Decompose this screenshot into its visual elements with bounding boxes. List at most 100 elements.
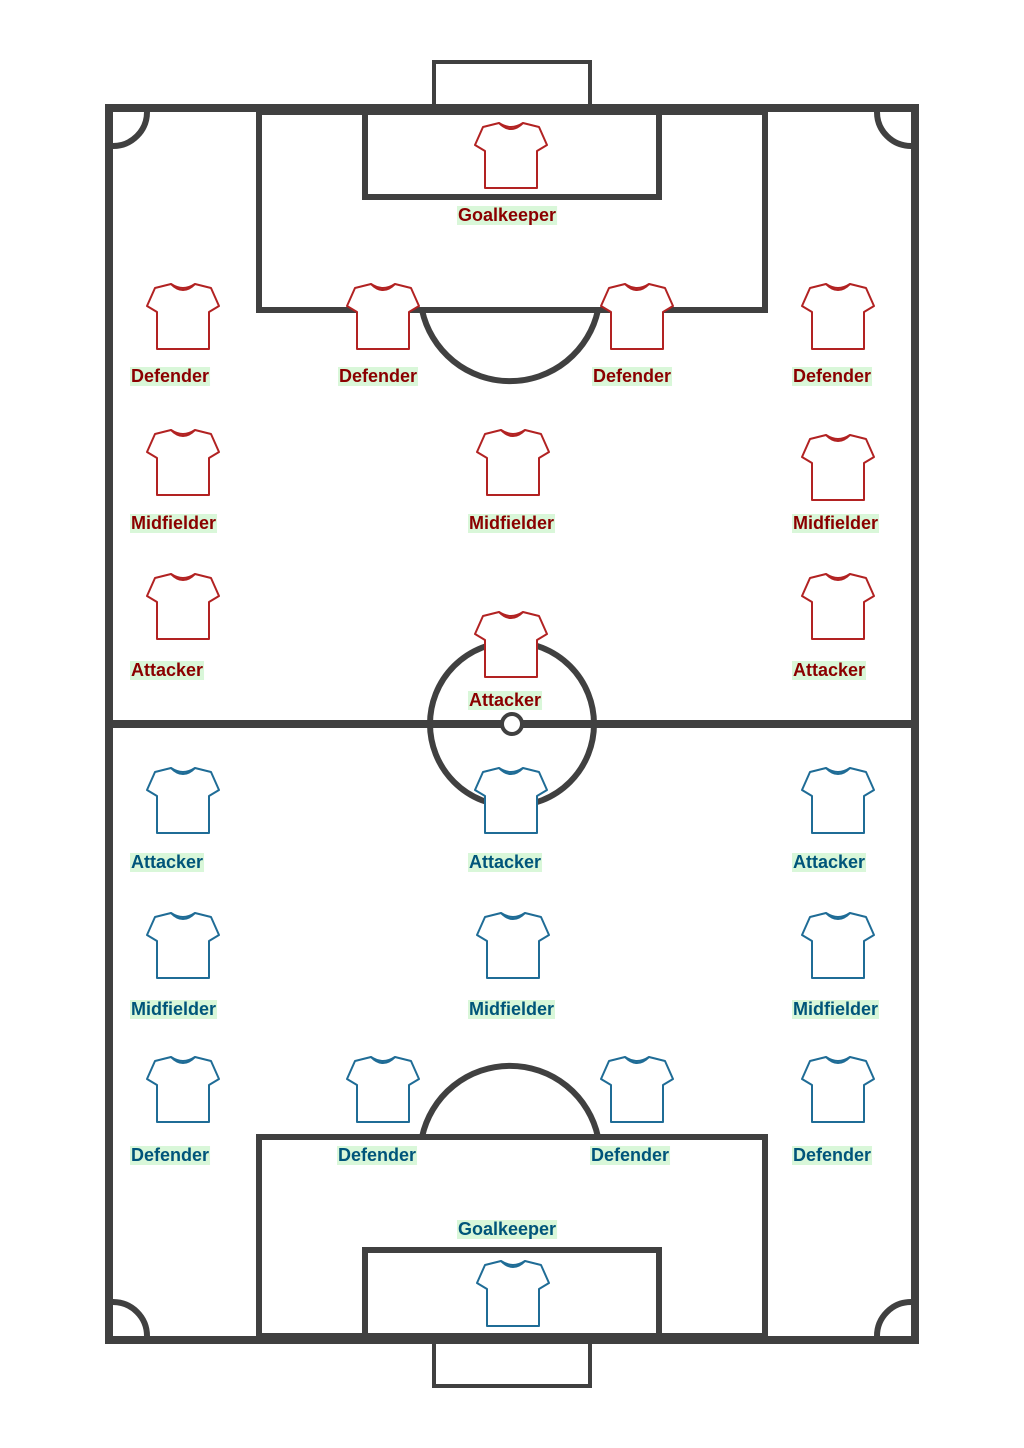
label-highlight [792, 661, 867, 680]
shirt-icon [146, 573, 220, 640]
away_team-player: Goalkeeper [457, 1219, 558, 1327]
label-highlight [792, 367, 873, 386]
player-role-label: Defender [131, 1145, 209, 1165]
corner-arc-bottom-right [874, 1299, 912, 1337]
shirt-collar [170, 912, 196, 920]
shirt-icon [146, 912, 220, 979]
shirt-icon [346, 283, 420, 350]
home_team-player: Attacker [792, 573, 875, 680]
away_team-player: Attacker [130, 767, 220, 872]
player-role-label: Defender [338, 1145, 416, 1165]
shirt-icon [801, 1056, 875, 1123]
player-role-label: Midfielder [469, 999, 554, 1019]
label-highlight [130, 853, 205, 872]
shirt-collar [825, 573, 851, 581]
shirt-collar [498, 611, 524, 619]
shirt-icon [146, 1056, 220, 1123]
home_team-player: Attacker [130, 573, 220, 680]
top-goal [432, 60, 592, 110]
label-highlight [592, 367, 673, 386]
label-highlight [792, 853, 867, 872]
shirt-collar [500, 1260, 526, 1268]
player-role-label: Defender [793, 366, 871, 386]
player-role-label: Midfielder [793, 999, 878, 1019]
label-highlight [457, 1220, 558, 1239]
shirt-icon [476, 429, 550, 496]
away_team-player: Attacker [468, 767, 548, 872]
label-highlight [590, 1146, 671, 1165]
label-highlight [457, 206, 558, 225]
shirt-icon [346, 1056, 420, 1123]
shirt-collar [500, 912, 526, 920]
player-role-label: Midfielder [469, 513, 554, 533]
bottom-goal-area [362, 1247, 662, 1339]
label-highlight [468, 1000, 556, 1019]
shirt-icon [600, 1056, 674, 1123]
corner-arc-top-left [112, 111, 150, 149]
center-spot [500, 712, 524, 736]
shirt-collar [825, 767, 851, 775]
shirt-icon [600, 283, 674, 350]
shirt-icon [801, 767, 875, 834]
player-role-label: Defender [591, 1145, 669, 1165]
home_team-player: Midfielder [130, 429, 220, 533]
home_team-player: Midfielder [792, 434, 880, 533]
home_team-player: Defender [792, 283, 875, 386]
home_team-player: Defender [130, 283, 220, 386]
shirt-icon [801, 283, 875, 350]
label-highlight [130, 1000, 218, 1019]
away_team-player: Defender [590, 1056, 674, 1165]
shirt-icon [474, 767, 548, 834]
player-role-label: Defender [793, 1145, 871, 1165]
player-role-label: Attacker [469, 690, 541, 710]
label-highlight [792, 514, 880, 533]
shirt-icon [476, 1260, 550, 1327]
shirt-collar [500, 429, 526, 437]
player-role-label: Midfielder [131, 999, 216, 1019]
shirt-collar [170, 573, 196, 581]
shirt-icon [476, 912, 550, 979]
shirt-collar [370, 1056, 396, 1064]
label-highlight [792, 1000, 880, 1019]
player-role-label: Defender [593, 366, 671, 386]
label-highlight [468, 514, 556, 533]
shirt-collar [170, 767, 196, 775]
away_team-player: Midfielder [792, 912, 880, 1019]
away_team-player: Defender [792, 1056, 875, 1165]
shirt-collar [825, 283, 851, 291]
shirt-icon [146, 283, 220, 350]
label-highlight [468, 691, 543, 710]
shirt-icon [474, 122, 548, 189]
player-role-label: Defender [131, 366, 209, 386]
label-highlight [338, 367, 419, 386]
bottom-goal [432, 1338, 592, 1388]
player-role-label: Attacker [793, 660, 865, 680]
shirt-collar [170, 1056, 196, 1064]
top-goal-area [362, 109, 662, 200]
player-role-label: Midfielder [793, 513, 878, 533]
shirt-icon [801, 573, 875, 640]
away_team-player: Midfielder [468, 912, 556, 1019]
player-role-label: Attacker [131, 660, 203, 680]
corner-arc-bottom-left [112, 1299, 150, 1337]
label-highlight [792, 1146, 873, 1165]
label-highlight [130, 514, 218, 533]
shirt-icon [474, 611, 548, 678]
shirt-collar [170, 429, 196, 437]
shirt-collar [624, 1056, 650, 1064]
home_team-player: Midfielder [468, 429, 556, 533]
top-penalty-arc [419, 309, 601, 385]
bottom-penalty-arc [419, 1062, 601, 1138]
away_team-player: Attacker [792, 767, 875, 872]
player-role-label: Attacker [793, 852, 865, 872]
shirt-icon [146, 429, 220, 496]
label-highlight [468, 853, 543, 872]
shirt-icon [801, 434, 875, 501]
player-role-label: Attacker [131, 852, 203, 872]
shirt-collar [825, 1056, 851, 1064]
shirt-collar [825, 434, 851, 442]
shirt-icon [801, 912, 875, 979]
